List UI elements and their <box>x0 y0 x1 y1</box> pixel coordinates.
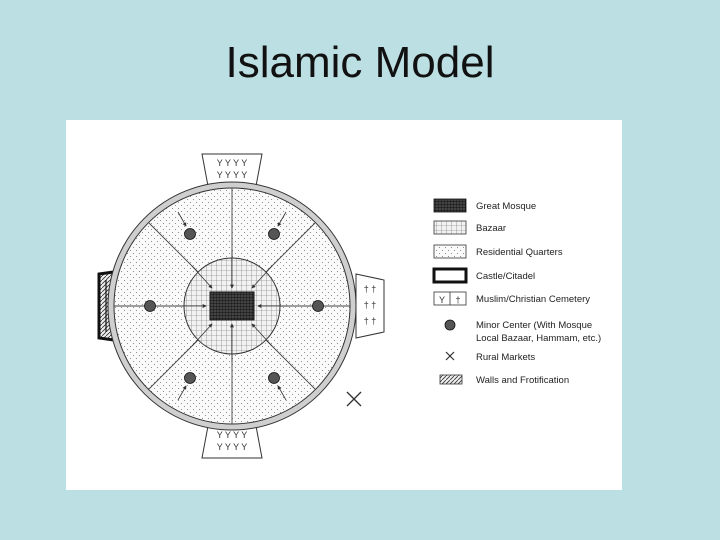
legend-label: Residential Quarters <box>476 247 563 258</box>
cemetery-bottom: Y Y Y Y Y Y Y Y <box>201 425 263 459</box>
svg-text:† †: † † <box>364 300 377 310</box>
svg-text:Y Y Y Y: Y Y Y Y <box>217 442 248 452</box>
minor-center-dot <box>312 300 324 312</box>
legend-label: Rural Markets <box>476 352 535 363</box>
minor-center-dot <box>144 300 156 312</box>
legend-label: Bazaar <box>476 223 506 234</box>
legend-label: Castle/Citadel <box>476 271 535 282</box>
slide-title: Islamic Model <box>225 38 495 87</box>
flow-arrows <box>176 211 288 401</box>
minor-center-dot <box>268 228 280 240</box>
rural-market-x <box>346 391 362 407</box>
cemetery-swatch: Y † <box>433 291 467 306</box>
bazaar-swatch <box>433 220 467 235</box>
svg-text:Y: Y <box>439 295 445 305</box>
city-model-diagram: Y Y Y Y Y Y Y Y Y Y Y Y Y Y Y Y † † † † … <box>66 120 622 490</box>
residential-swatch <box>433 244 467 259</box>
svg-text:† †: † † <box>364 316 377 326</box>
great-mosque <box>209 291 255 321</box>
rural-market-x <box>445 351 455 361</box>
minor-center-dot <box>444 319 456 331</box>
svg-text:†: † <box>455 295 460 305</box>
great-mosque-swatch <box>433 198 467 213</box>
minor-center-dot <box>268 372 280 384</box>
legend-label: Walls and Frotification <box>476 375 569 386</box>
legend-label: Local Bazaar, Hammam, etc.) <box>476 333 601 344</box>
legend: Y † Great Mosque Bazaar Residential Quar… <box>432 198 601 386</box>
cemetery-right: † † † † † † <box>355 273 385 339</box>
svg-text:Y Y Y Y: Y Y Y Y <box>217 170 248 180</box>
castle-swatch <box>432 267 468 284</box>
legend-label: Minor Center (With Mosque <box>476 320 592 331</box>
legend-label: Great Mosque <box>476 201 536 212</box>
minor-centers <box>144 228 324 384</box>
svg-text:† †: † † <box>364 284 377 294</box>
quarter-boundaries <box>114 188 350 424</box>
minor-center-dot <box>184 228 196 240</box>
legend-label: Muslim/Christian Cemetery <box>476 294 590 305</box>
cemetery-top: Y Y Y Y Y Y Y Y <box>201 153 263 187</box>
diagram-svg: Y Y Y Y Y Y Y Y Y Y Y Y Y Y Y Y † † † † … <box>97 153 601 459</box>
svg-text:Y Y Y Y: Y Y Y Y <box>217 430 248 440</box>
minor-center-dot <box>184 372 196 384</box>
svg-text:Y Y Y Y: Y Y Y Y <box>217 158 248 168</box>
walls-swatch <box>439 374 463 385</box>
